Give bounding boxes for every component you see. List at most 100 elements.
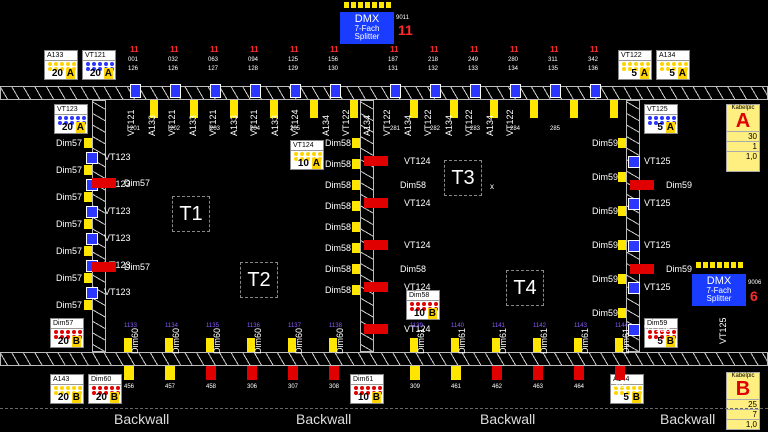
- fresnel-top-2[interactable]: [230, 100, 238, 118]
- mid-blinder-0[interactable]: [364, 156, 388, 166]
- bottom-fixture-2[interactable]: [206, 366, 216, 380]
- zone-t3[interactable]: T3: [444, 160, 482, 196]
- mid-par-0[interactable]: [352, 138, 360, 148]
- right-moving-head-2[interactable]: [628, 240, 640, 252]
- left-par-3[interactable]: [84, 219, 92, 229]
- left-par-4[interactable]: [84, 246, 92, 256]
- fresnel-top-6[interactable]: [410, 100, 418, 118]
- mid-par-7[interactable]: [352, 285, 360, 295]
- right-par-0[interactable]: [618, 138, 626, 148]
- bottom-par-1[interactable]: [165, 338, 173, 352]
- moving-head-top-1[interactable]: [170, 84, 181, 98]
- zone-t4[interactable]: T4: [506, 270, 544, 306]
- left-blinder-0[interactable]: [92, 178, 116, 188]
- kabelpic-b[interactable]: Kabelpic B 25 7 1,0: [726, 372, 760, 430]
- mid-par-3[interactable]: [352, 201, 360, 211]
- left-par-2[interactable]: [84, 192, 92, 202]
- moving-head-top-6[interactable]: [390, 84, 401, 98]
- moving-head-top-7[interactable]: [430, 84, 441, 98]
- bottom-par-4[interactable]: [288, 338, 296, 352]
- bottom-par-0[interactable]: [124, 338, 132, 352]
- fresnel-top-3[interactable]: [270, 100, 278, 118]
- bottom-par-10[interactable]: [574, 338, 582, 352]
- left-moving-head-2[interactable]: [86, 206, 98, 218]
- bottom-fixture-11[interactable]: [615, 366, 625, 380]
- right-blinder-0[interactable]: [630, 180, 654, 190]
- fresnel-top-7[interactable]: [450, 100, 458, 118]
- moving-head-top-4[interactable]: [290, 84, 301, 98]
- left-moving-head-0[interactable]: [86, 152, 98, 164]
- mid-par-1[interactable]: [352, 159, 360, 169]
- moving-head-top-10[interactable]: [550, 84, 561, 98]
- bottom-fixture-6[interactable]: [410, 366, 420, 380]
- left-par-6[interactable]: [84, 300, 92, 310]
- bottom-par-7[interactable]: [451, 338, 459, 352]
- mid-par-6[interactable]: [352, 264, 360, 274]
- fresnel-top-5[interactable]: [350, 100, 358, 118]
- mid-par-5[interactable]: [352, 243, 360, 253]
- left-moving-head-3[interactable]: [86, 233, 98, 245]
- moving-head-top-0[interactable]: [130, 84, 141, 98]
- bottom-fixture-7[interactable]: [451, 366, 461, 380]
- bottom-par-5[interactable]: [329, 338, 337, 352]
- bottom-par-6[interactable]: [410, 338, 418, 352]
- fresnel-top-0[interactable]: [150, 100, 158, 118]
- left-moving-head-5[interactable]: [86, 287, 98, 299]
- right-moving-head-1[interactable]: [628, 198, 640, 210]
- dmx-splitter-top[interactable]: DMX 7-Fach Splitter: [340, 12, 394, 44]
- bottom-fixture-1[interactable]: [165, 366, 175, 380]
- moving-head-top-8[interactable]: [470, 84, 481, 98]
- right-par-5[interactable]: [618, 308, 626, 318]
- mid-blinder-2[interactable]: [364, 240, 388, 250]
- right-moving-head-0[interactable]: [628, 156, 640, 168]
- right-par-3[interactable]: [618, 240, 626, 250]
- bottom-par-11[interactable]: [615, 338, 623, 352]
- bottom-fixture-10[interactable]: [574, 366, 584, 380]
- bottom-fixture-4[interactable]: [288, 366, 298, 380]
- dmx-splitter-right[interactable]: DMX 7-Fach Splitter: [692, 274, 746, 306]
- moving-head-top-9[interactable]: [510, 84, 521, 98]
- fresnel-top-9[interactable]: [530, 100, 538, 118]
- left-blinder-1[interactable]: [92, 262, 116, 272]
- right-par-1[interactable]: [618, 172, 626, 182]
- zone-t2[interactable]: T2: [240, 262, 278, 298]
- left-par-5[interactable]: [84, 273, 92, 283]
- right-par-4[interactable]: [618, 274, 626, 284]
- bottom-fixture-5[interactable]: [329, 366, 339, 380]
- mid-par-2[interactable]: [352, 180, 360, 190]
- bottom-par-3[interactable]: [247, 338, 255, 352]
- fresnel-top-1[interactable]: [190, 100, 198, 118]
- left-par-1[interactable]: [84, 165, 92, 175]
- bottom-par-9[interactable]: [533, 338, 541, 352]
- moving-head-top-5[interactable]: [330, 84, 341, 98]
- moving-head-top-3[interactable]: [250, 84, 261, 98]
- right-par-2[interactable]: [618, 206, 626, 216]
- right-moving-head-3[interactable]: [628, 282, 640, 294]
- fresnel-top-8[interactable]: [490, 100, 498, 118]
- bottom-fixture-8[interactable]: [492, 366, 502, 380]
- bottom-fixture-0[interactable]: [124, 366, 134, 380]
- right-moving-head-4[interactable]: [628, 324, 640, 336]
- mid-par-4[interactable]: [352, 222, 360, 232]
- moving-head-top-2[interactable]: [210, 84, 221, 98]
- mid-blinder-4[interactable]: [364, 324, 388, 334]
- fresnel-top-10[interactable]: [570, 100, 578, 118]
- fresnel-top-11[interactable]: [610, 100, 618, 118]
- mid-blinder-3[interactable]: [364, 282, 388, 292]
- bottom-fixture-3[interactable]: [247, 366, 257, 380]
- kabelpic-a[interactable]: Kabelpic A 30 1 1,0: [726, 104, 760, 172]
- moving-head-top-11[interactable]: [590, 84, 601, 98]
